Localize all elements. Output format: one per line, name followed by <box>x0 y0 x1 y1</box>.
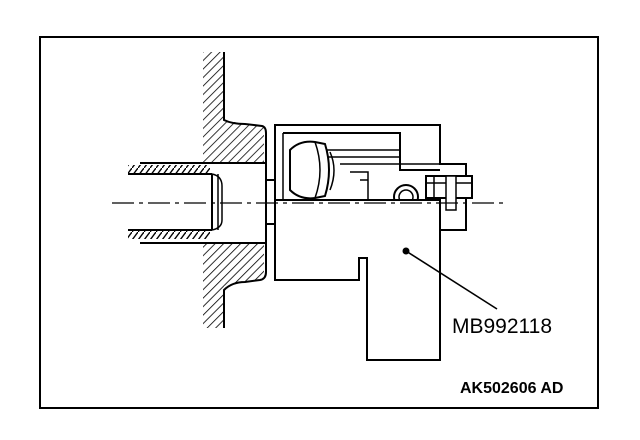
housing-outline <box>223 52 267 328</box>
tool-lower-body <box>274 199 441 361</box>
figure-code: AK502606 AD <box>460 380 563 397</box>
figure-frame <box>39 36 599 409</box>
piston-part <box>289 140 330 200</box>
housing-upper-hatch <box>203 52 264 163</box>
tool-callout-label: MB992118 <box>452 315 552 338</box>
housing-lower-hatch <box>203 243 264 328</box>
callout-leader <box>405 250 498 310</box>
special-tool-body <box>274 124 473 361</box>
thread-upper <box>128 165 210 173</box>
housing-section <box>128 52 277 328</box>
thread-lower <box>128 231 210 239</box>
